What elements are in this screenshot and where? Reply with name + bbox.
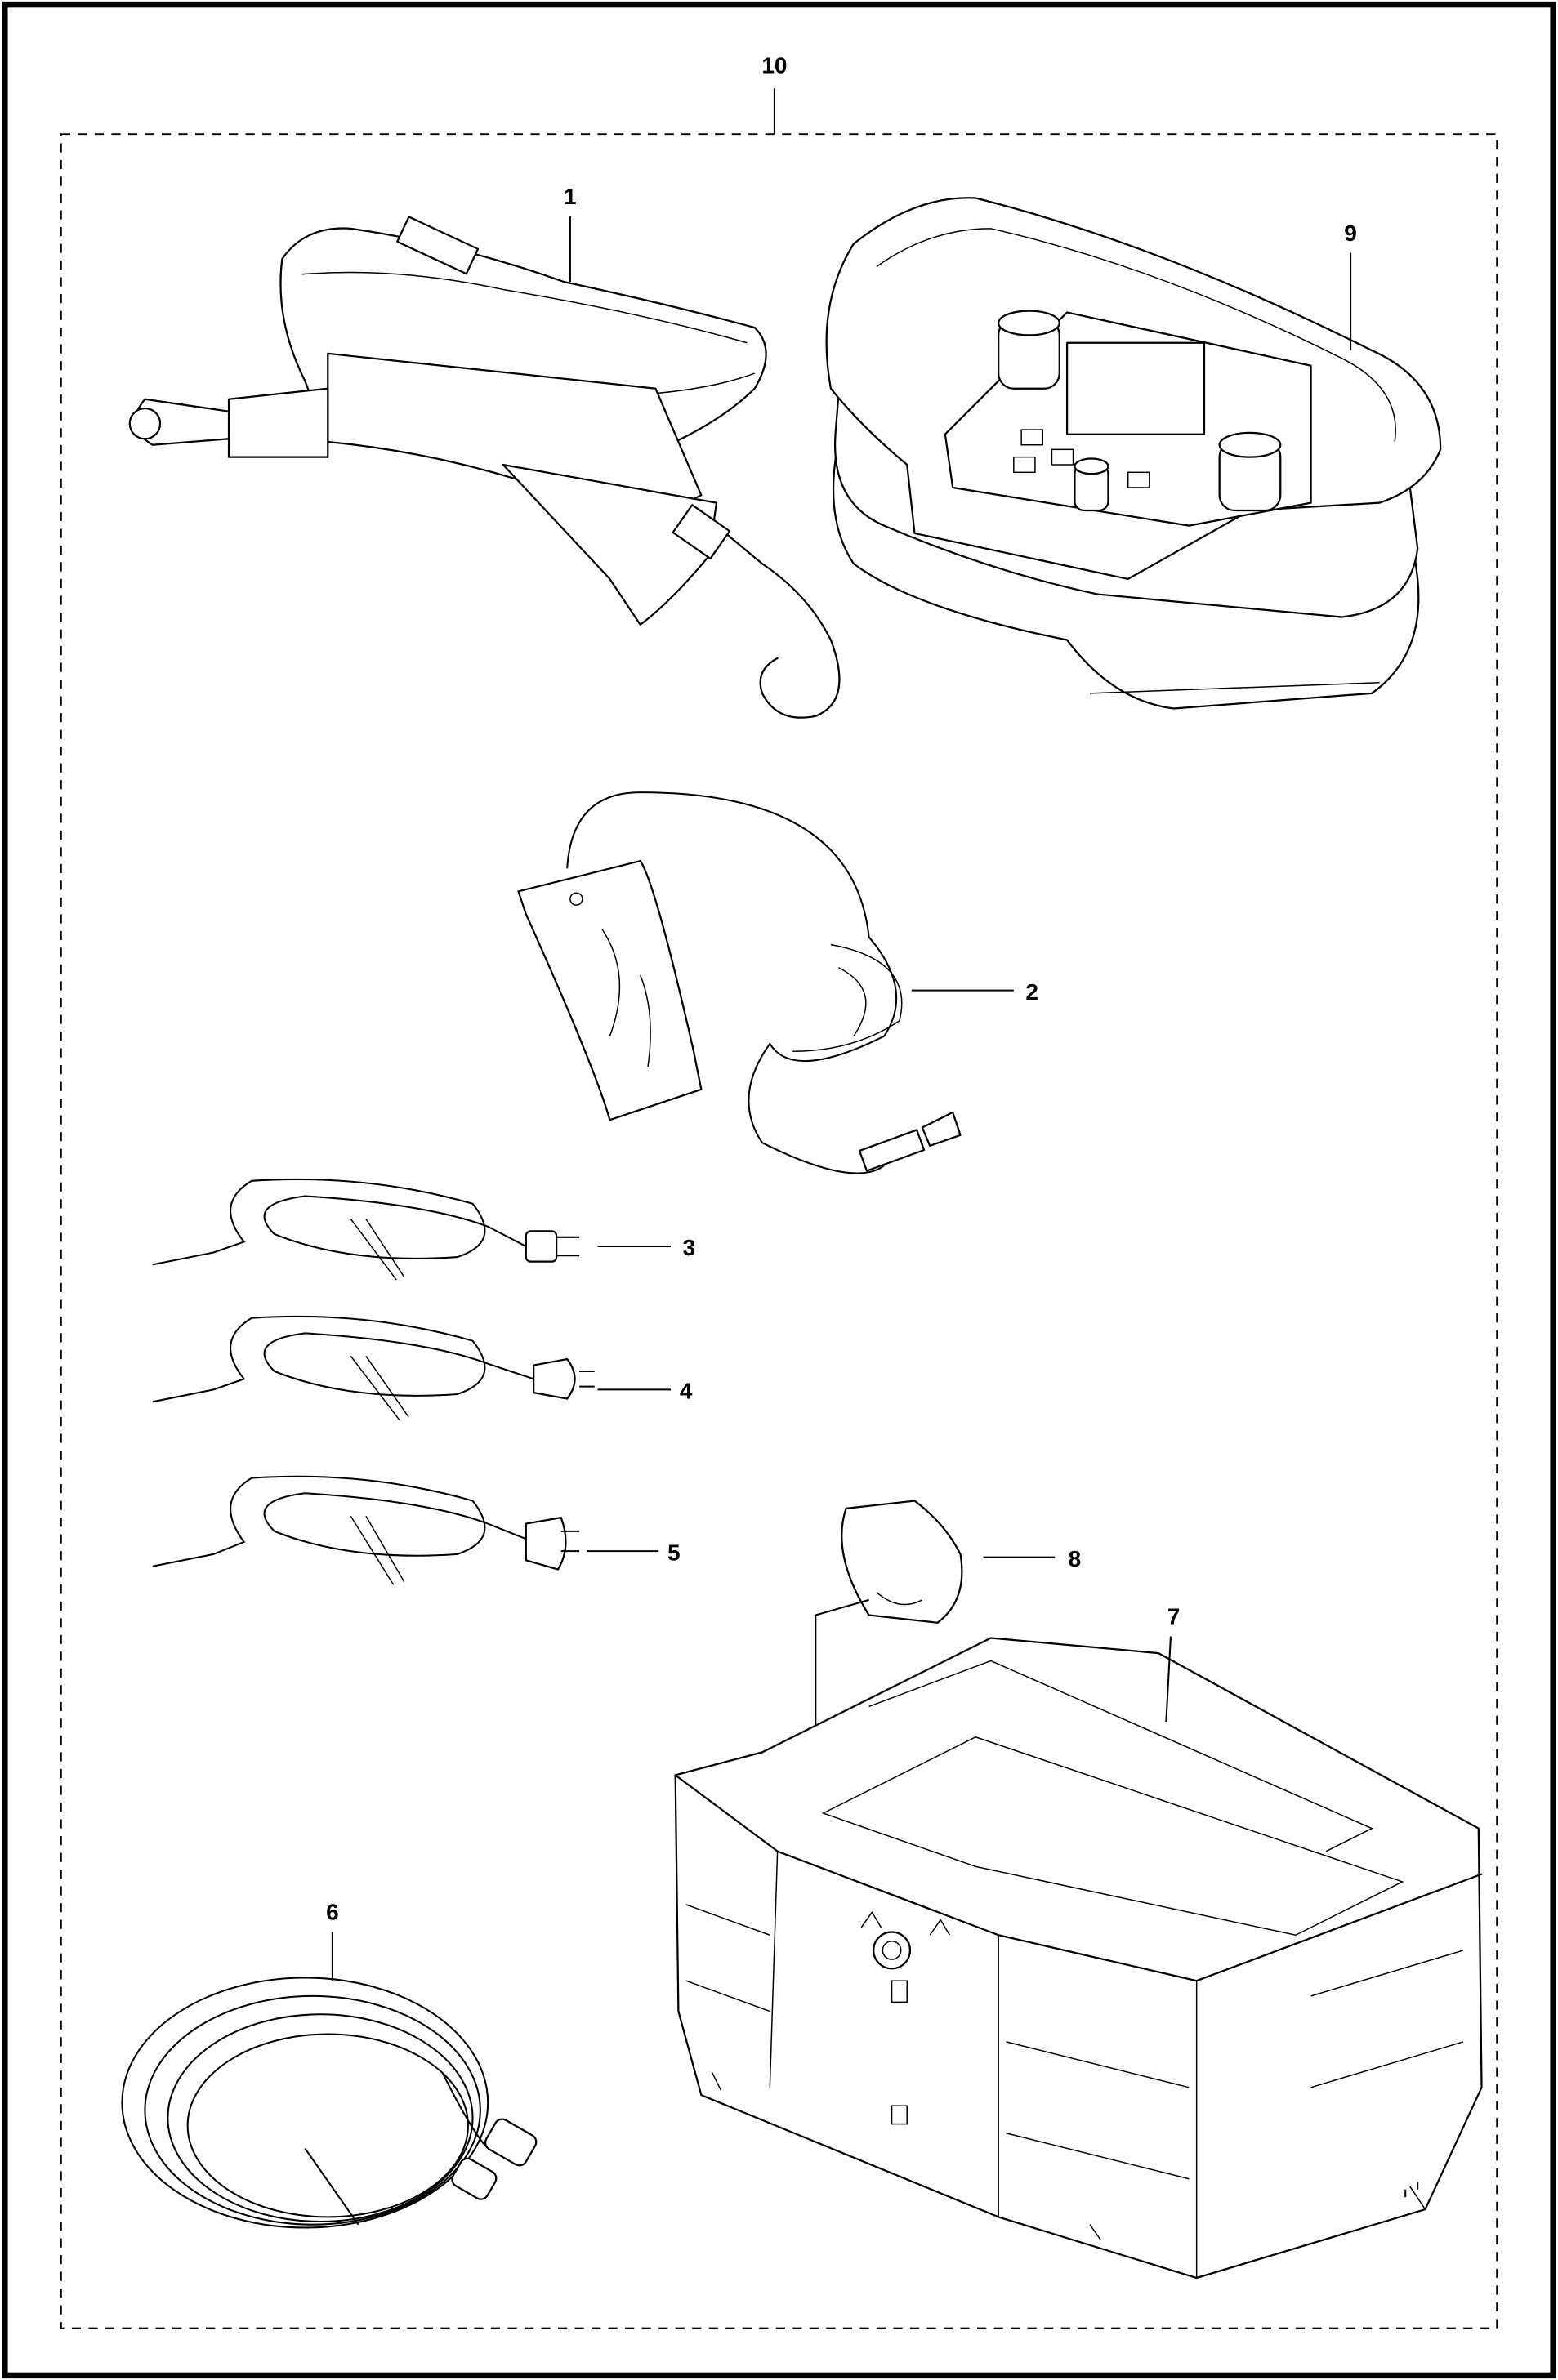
battery-charger	[517, 791, 962, 1174]
callout-9: 9	[1344, 221, 1357, 351]
callout-label: 7	[1167, 1604, 1181, 1629]
carrying-case	[674, 1637, 1483, 2280]
callout-label: 10	[761, 53, 787, 78]
knob-left	[998, 310, 1060, 390]
knob-small	[1074, 457, 1109, 512]
callout-label: 5	[667, 1540, 681, 1565]
callout-10: 10	[761, 53, 787, 135]
callout-label: 8	[1069, 1546, 1082, 1571]
callout-label: 1	[564, 184, 577, 209]
callout-4: 4	[597, 1379, 693, 1404]
callout-3: 3	[597, 1235, 695, 1260]
callout-1: 1	[564, 184, 577, 283]
power-cord-5	[152, 1475, 580, 1585]
power-cord-3	[152, 1178, 580, 1281]
minor-marks	[1404, 2182, 1419, 2198]
callout-5: 5	[587, 1540, 681, 1565]
callout-2: 2	[911, 979, 1038, 1005]
extension-cable	[121, 1977, 538, 2229]
callout-label: 2	[1025, 979, 1038, 1005]
callout-label: 9	[1344, 221, 1357, 246]
callout-label: 3	[683, 1235, 696, 1260]
power-cord-4	[152, 1315, 595, 1421]
callout-6: 6	[326, 1900, 339, 1981]
remote-control-unit	[825, 197, 1442, 710]
connector-cover	[841, 1500, 963, 1624]
knob-right	[1218, 431, 1282, 512]
shoulder-strap	[128, 216, 841, 719]
callout-7: 7	[1165, 1604, 1181, 1723]
callout-label: 6	[326, 1900, 339, 1925]
cable-connector	[451, 2118, 538, 2200]
kit-boundary	[60, 133, 1498, 2329]
callout-label: 4	[680, 1379, 693, 1404]
